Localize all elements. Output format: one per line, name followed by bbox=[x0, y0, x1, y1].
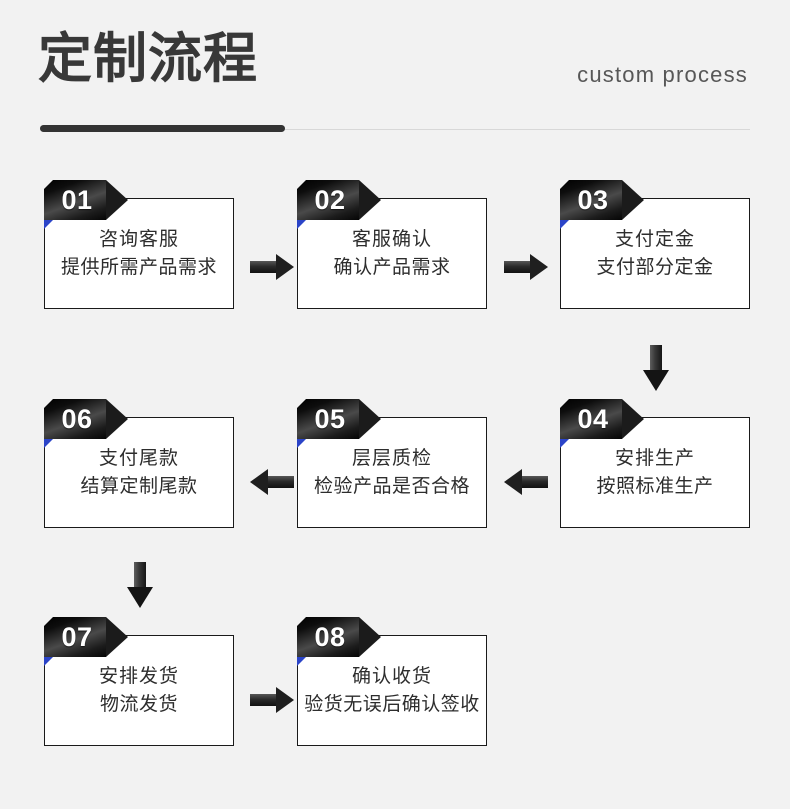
step-title: 确认收货 bbox=[351, 666, 432, 687]
arrow-head bbox=[276, 254, 294, 280]
step-title: 安排发货 bbox=[98, 666, 179, 687]
arrow-07-to-08-icon bbox=[250, 687, 294, 713]
arrow-head bbox=[530, 254, 548, 280]
step-description: 结算定制尾款 bbox=[80, 475, 198, 497]
step-number-badge bbox=[297, 617, 359, 657]
step-card-06: 支付尾款 结算定制尾款 06 bbox=[44, 399, 236, 530]
badge-corner-accent bbox=[44, 439, 53, 448]
badge-corner-accent bbox=[297, 220, 306, 229]
step-number: 02 bbox=[314, 184, 346, 215]
arrow-head bbox=[276, 687, 294, 713]
step-card-02: 客服确认 确认产品需求 02 bbox=[297, 180, 489, 311]
badge-corner-accent bbox=[44, 657, 53, 666]
arrow-shaft bbox=[134, 562, 146, 588]
step-number-badge bbox=[297, 399, 359, 439]
arrow-05-to-06-icon bbox=[250, 469, 294, 495]
page-subtitle-english: custom process bbox=[577, 62, 748, 87]
badge-arrow-tip bbox=[106, 617, 128, 657]
badge-arrow-tip bbox=[622, 399, 644, 439]
badge-arrow-tip bbox=[106, 399, 128, 439]
step-text: 支付定金 支付部分定金 bbox=[560, 198, 750, 309]
step-number-badge bbox=[297, 180, 359, 220]
step-text: 咨询客服 提供所需产品需求 bbox=[44, 198, 234, 309]
step-title: 咨询客服 bbox=[98, 229, 179, 250]
badge-corner-accent bbox=[560, 220, 569, 229]
step-description: 按照标准生产 bbox=[596, 475, 714, 497]
step-description: 物流发货 bbox=[99, 693, 178, 715]
step-text: 安排生产 按照标准生产 bbox=[560, 417, 750, 528]
arrow-02-to-03-icon bbox=[504, 254, 548, 280]
arrow-head bbox=[250, 469, 268, 495]
step-card-05: 层层质检 检验产品是否合格 05 bbox=[297, 399, 489, 530]
badge-arrow-tip bbox=[359, 617, 381, 657]
step-number: 05 bbox=[314, 403, 346, 434]
header-accent-bar bbox=[40, 125, 285, 132]
step-text: 安排发货 物流发货 bbox=[44, 635, 234, 746]
arrow-head bbox=[127, 587, 153, 608]
step-number: 08 bbox=[314, 621, 346, 652]
arrow-shaft bbox=[250, 261, 277, 273]
step-description: 验货无误后确认签收 bbox=[304, 693, 480, 715]
step-description: 确认产品需求 bbox=[333, 256, 451, 278]
badge-arrow-tip bbox=[106, 180, 128, 220]
header-divider-line bbox=[40, 129, 750, 130]
step-text: 确认收货 验货无误后确认签收 bbox=[297, 635, 487, 746]
step-title: 层层质检 bbox=[351, 448, 432, 469]
step-number: 07 bbox=[61, 621, 93, 652]
arrow-shaft bbox=[521, 476, 548, 488]
step-text: 客服确认 确认产品需求 bbox=[297, 198, 487, 309]
arrow-shaft bbox=[504, 261, 531, 273]
step-number-badge bbox=[560, 180, 622, 220]
step-number-badge bbox=[44, 399, 106, 439]
arrow-shaft bbox=[650, 345, 662, 371]
badge-arrow-tip bbox=[622, 180, 644, 220]
step-title: 支付定金 bbox=[614, 229, 695, 250]
page-title: 定制流程 bbox=[38, 29, 258, 89]
arrow-shaft bbox=[267, 476, 294, 488]
arrow-06-to-07-icon bbox=[127, 562, 153, 608]
step-number: 04 bbox=[577, 403, 609, 434]
badge-corner-accent bbox=[297, 439, 306, 448]
step-number: 06 bbox=[61, 403, 93, 434]
badge-arrow-tip bbox=[359, 180, 381, 220]
step-description: 检验产品是否合格 bbox=[313, 475, 470, 497]
step-number-badge bbox=[44, 617, 106, 657]
arrow-shaft bbox=[250, 694, 277, 706]
badge-corner-accent bbox=[44, 220, 53, 229]
step-title: 客服确认 bbox=[351, 229, 432, 250]
badge-arrow-tip bbox=[359, 399, 381, 439]
badge-corner-accent bbox=[297, 657, 306, 666]
arrow-03-to-04-icon bbox=[643, 345, 669, 391]
step-title: 安排生产 bbox=[614, 448, 695, 469]
step-card-04: 安排生产 按照标准生产 04 bbox=[560, 399, 752, 530]
arrow-head bbox=[643, 370, 669, 391]
badge-corner-accent bbox=[560, 439, 569, 448]
arrow-01-to-02-icon bbox=[250, 254, 294, 280]
step-number: 03 bbox=[577, 184, 609, 215]
step-card-01: 咨询客服 提供所需产品需求 01 bbox=[44, 180, 236, 311]
step-number: 01 bbox=[61, 184, 93, 215]
step-description: 支付部分定金 bbox=[596, 256, 714, 278]
arrow-04-to-05-icon bbox=[504, 469, 548, 495]
step-number-badge bbox=[560, 399, 622, 439]
step-number-badge bbox=[44, 180, 106, 220]
step-text: 层层质检 检验产品是否合格 bbox=[297, 417, 487, 528]
step-description: 提供所需产品需求 bbox=[60, 256, 217, 278]
header: 定制流程 custom process bbox=[0, 0, 790, 140]
step-card-03: 支付定金 支付部分定金 03 bbox=[560, 180, 752, 311]
step-text: 支付尾款 结算定制尾款 bbox=[44, 417, 234, 528]
step-card-08: 确认收货 验货无误后确认签收 08 bbox=[297, 617, 489, 748]
arrow-head bbox=[504, 469, 522, 495]
step-card-07: 安排发货 物流发货 07 bbox=[44, 617, 236, 748]
step-title: 支付尾款 bbox=[98, 448, 179, 469]
